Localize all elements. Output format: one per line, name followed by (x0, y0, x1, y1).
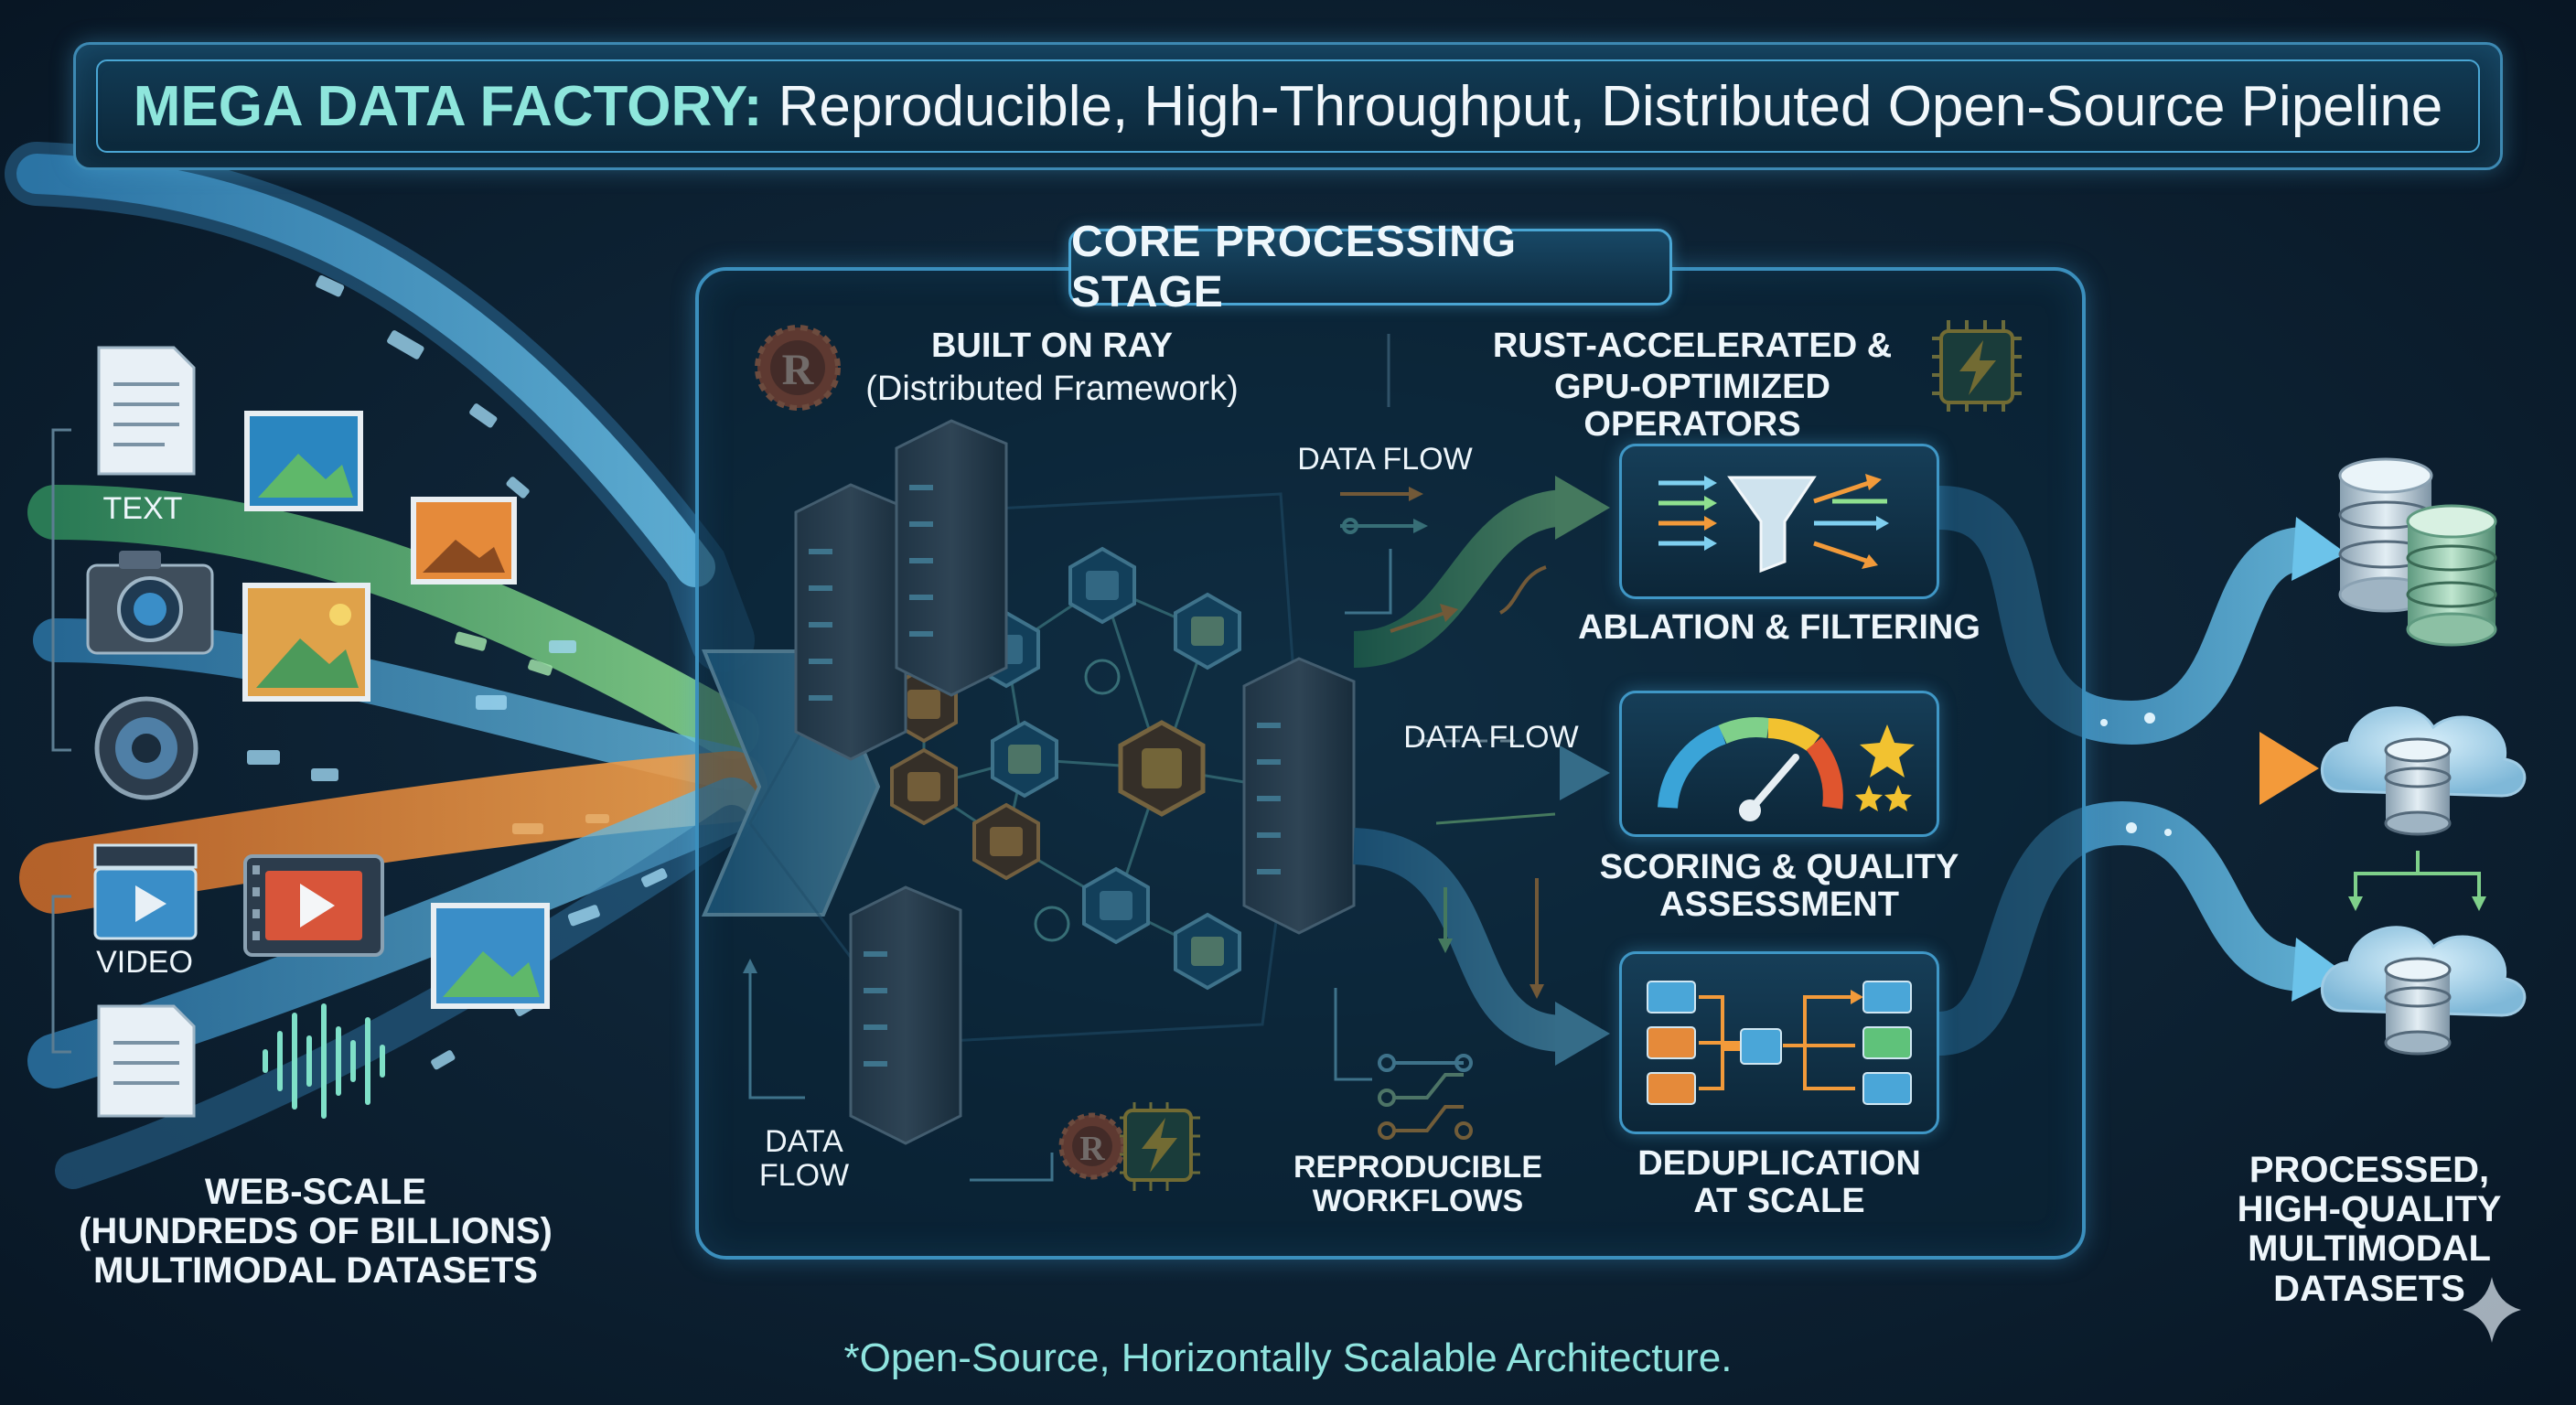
title-banner: MEGA DATA FACTORY: Reproducible, High-Th… (73, 42, 2503, 170)
title-subtitle: Reproducible, High-Throughput, Distribut… (762, 74, 2443, 138)
sync-arrows (2348, 851, 2486, 911)
input-streams (5, 142, 767, 1189)
scoring-line1: SCORING & QUALITY (1599, 848, 1959, 886)
core-processing-stage-tab: CORE PROCESSING STAGE (1068, 218, 1672, 316)
deduplication-box (1619, 951, 1939, 1134)
deduplication-label: DEDUPLICATION AT SCALE (1555, 1144, 2003, 1221)
rust-gpu-line1: RUST-ACCELERATED & (1492, 327, 1893, 365)
core-stage-title: CORE PROCESSING STAGE (1071, 218, 1518, 316)
data-flow-bottom-line1: DATA (765, 1124, 843, 1159)
text-input-label: TEXT (102, 491, 183, 526)
input-datasets-caption: WEB-SCALE (HUNDREDS OF BILLIONS) MULTIMO… (55, 1172, 576, 1292)
data-flow-label-bottom: DATA FLOW (754, 1125, 854, 1192)
dedup-line2: AT SCALE (1693, 1182, 1865, 1221)
ray-label: BUILT ON RAY (Distributed Framework) (851, 327, 1253, 408)
title-highlight: MEGA DATA FACTORY: (133, 74, 763, 138)
dedup-merge-icon (1647, 981, 1912, 1105)
ray-subtitle: (Distributed Framework) (865, 370, 1239, 409)
rust-gpu-line2: GPU-OPTIMIZED OPERATORS (1554, 368, 1830, 445)
ray-title: BUILT ON RAY (931, 327, 1173, 365)
scoring-quality-box (1619, 691, 1939, 837)
output-caption-line3: MULTIMODAL (2248, 1228, 2491, 1270)
ablation-filtering-box (1619, 444, 1939, 599)
dedup-line1: DEDUPLICATION (1637, 1144, 1921, 1183)
scoring-line2: ASSESSMENT (1659, 885, 1899, 925)
output-caption-line2: HIGH-QUALITY (2237, 1189, 2502, 1230)
reproducible-workflows-label: REPRODUCIBLE WORKFLOWS (1290, 1151, 1546, 1217)
ablation-filtering-label: ABLATION & FILTERING (1578, 608, 1980, 647)
sparkle-icon (2463, 1277, 2521, 1343)
title-banner-inner-frame (96, 59, 2480, 153)
cloud-database-icon (2320, 926, 2527, 1056)
video-input-label: VIDEO (96, 945, 193, 980)
output-caption-line4: DATASETS (2273, 1268, 2465, 1309)
data-flow-bottom-line2: FLOW (758, 1157, 850, 1193)
reproducible-line1: REPRODUCIBLE (1293, 1150, 1543, 1185)
output-datasets-caption: PROCESSED, HIGH-QUALITY MULTIMODAL DATAS… (2214, 1150, 2525, 1309)
input-caption-line2: (HUNDREDS OF BILLIONS) (79, 1211, 553, 1252)
output-caption-line1: PROCESSED, (2249, 1150, 2490, 1190)
rust-gpu-label: RUST-ACCELERATED & GPU-OPTIMIZED OPERATO… (1445, 327, 1939, 444)
quality-gauge-icon (1658, 717, 1915, 821)
footnote: *Open-Source, Horizontally Scalable Arch… (843, 1335, 1733, 1380)
scoring-quality-label: SCORING & QUALITY ASSESSMENT (1555, 848, 2003, 925)
cloud-database-icon (2320, 706, 2527, 836)
filter-funnel-icon (1658, 474, 1889, 574)
data-flow-label-top: DATA FLOW (1297, 442, 1473, 477)
reproducible-line2: WORKFLOWS (1312, 1183, 1524, 1218)
input-caption-line1: WEB-SCALE (204, 1172, 427, 1212)
page-title: MEGA DATA FACTORY: Reproducible, High-Th… (134, 74, 2443, 139)
input-caption-line3: MULTIMODAL DATASETS (93, 1250, 538, 1292)
database-icon (2406, 504, 2497, 647)
input-bracket-lines (51, 428, 71, 1054)
data-flow-label-mid: DATA FLOW (1403, 720, 1579, 755)
